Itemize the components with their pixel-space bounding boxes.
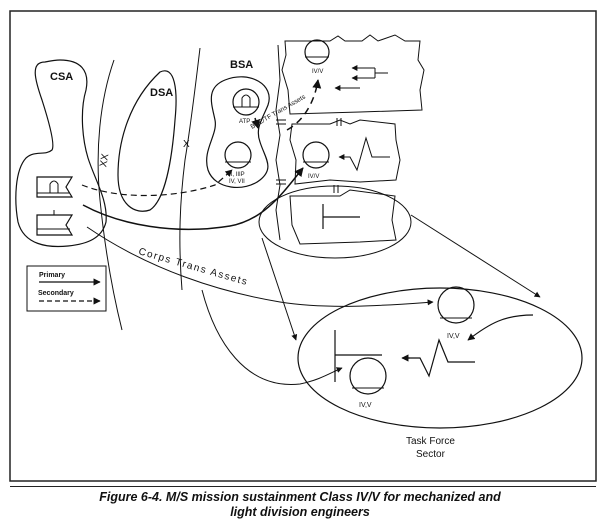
secondary-route-bde	[286, 79, 322, 131]
bsa-area-outline	[206, 76, 270, 188]
dsa-label: DSA	[150, 87, 173, 99]
class-ivv-label-tf-left: IV,V	[359, 402, 372, 409]
task-force-sector-ellipse	[297, 287, 583, 429]
atp-node	[232, 88, 260, 116]
bsa-class-label-line1: II, IIIP	[229, 172, 245, 178]
bsa-class-label-line2: IV, VII	[229, 179, 245, 185]
legend: Primary Secondary	[26, 265, 107, 312]
bsa-class-node	[224, 141, 252, 169]
atp-label: ATP	[239, 119, 250, 125]
phase-lines	[275, 44, 342, 241]
sector-box-middle	[289, 119, 401, 185]
caption-rule	[10, 486, 596, 487]
dsa-area-outline	[117, 70, 177, 212]
primary-route-csa-mid	[82, 167, 304, 231]
sector-box-lower	[289, 189, 397, 245]
sector-box-top	[281, 34, 425, 115]
figure-caption-line2: light division engineers	[230, 505, 370, 519]
task-force-label-line1: Task Force	[406, 436, 455, 447]
top-sector-arrows	[334, 65, 388, 91]
class-ivv-label-middle: IV/V	[308, 174, 319, 180]
csa-label: CSA	[50, 71, 73, 83]
lower-sector-ellipse	[258, 185, 412, 259]
class-ivv-node-tf-right	[437, 286, 475, 324]
class-ivv-node-middle	[302, 141, 330, 169]
tf-obstacle-symbol	[334, 314, 534, 382]
legend-primary-label: Primary	[39, 272, 65, 279]
class-ivv-node-top	[304, 39, 330, 65]
secondary-route-csa-bsa	[81, 169, 233, 197]
figure-caption-line1: Figure 6-4. M/S mission sustainment Clas…	[99, 490, 501, 504]
corps-route	[86, 226, 434, 307]
class-ivv-label-tf-right: IV,V	[447, 333, 460, 340]
csa-supply-point-lower	[36, 210, 74, 236]
task-force-label-line2: Sector	[416, 449, 446, 460]
brigade-boundary-label: X	[183, 139, 190, 150]
class-ivv-label-top: IV/V	[312, 69, 323, 75]
figure-frame	[9, 10, 597, 482]
legend-secondary-label: Secondary	[38, 290, 74, 297]
legend-box	[26, 265, 107, 312]
brigade-boundary	[179, 47, 201, 291]
corps-route-label: Corps Trans Assets	[137, 246, 249, 288]
division-boundary	[97, 59, 123, 331]
csa-area-outline	[15, 59, 107, 248]
division-boundary-label: XX	[98, 153, 111, 168]
csa-supply-point-upper	[36, 176, 74, 198]
bsa-label: BSA	[230, 59, 253, 71]
class-ivv-node-tf-left	[349, 357, 387, 395]
routes	[81, 79, 541, 385]
lower-sector-symbol	[322, 204, 360, 229]
middle-sector-obstacle	[338, 136, 390, 172]
tf-route-lower	[201, 289, 343, 385]
